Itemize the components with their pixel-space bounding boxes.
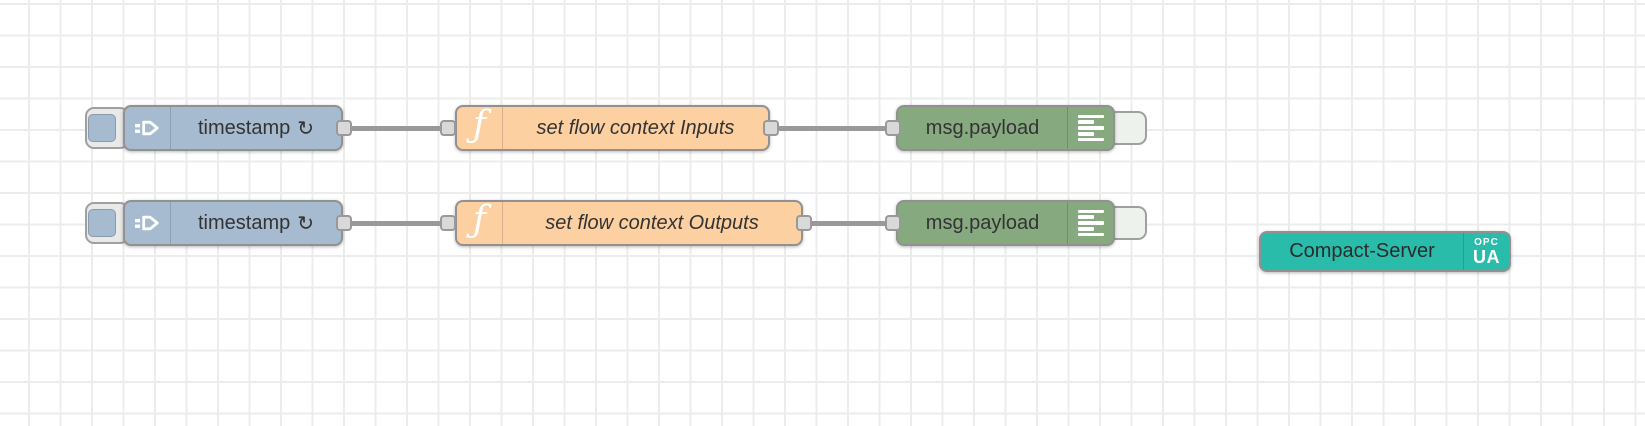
port-in-debug-1[interactable] <box>885 120 901 136</box>
node-label: timestamp ↻ <box>171 116 341 141</box>
node-debug-1[interactable]: msg.payload <box>896 105 1115 151</box>
inject-arrow-icon <box>125 202 171 244</box>
inject-label-text: timestamp <box>197 116 291 139</box>
debug-icon <box>1067 202 1113 244</box>
inject-button-pad <box>88 114 116 142</box>
inject-arrow-icon <box>125 107 171 149</box>
node-label: Compact-Server <box>1289 240 1435 262</box>
node-debug-2[interactable]: msg.payload <box>896 200 1115 246</box>
node-function-1[interactable]: ƒ set flow context Inputs <box>455 105 770 151</box>
opcua-icon: OPC UA <box>1463 233 1509 270</box>
node-inject-2[interactable]: timestamp ↻ <box>123 200 343 246</box>
inject-trigger-button[interactable] <box>85 107 129 149</box>
repeat-icon: ↻ <box>297 117 314 140</box>
port-in-function-1[interactable] <box>440 120 456 136</box>
port-out-inject-1[interactable] <box>336 120 352 136</box>
node-label: msg.payload <box>925 211 1040 234</box>
inject-label-text: timestamp <box>197 211 291 234</box>
debug-icon <box>1067 107 1113 149</box>
inject-button-pad <box>88 209 116 237</box>
port-out-function-2[interactable] <box>796 215 812 231</box>
port-in-debug-2[interactable] <box>885 215 901 231</box>
wire-inject1-function1[interactable] <box>349 126 443 131</box>
node-label: set flow context Outputs <box>545 211 759 234</box>
node-label: timestamp ↻ <box>171 211 341 236</box>
wire-function1-debug1[interactable] <box>776 126 887 131</box>
node-label: msg.payload <box>925 116 1040 139</box>
port-out-function-1[interactable] <box>763 120 779 136</box>
function-icon: ƒ <box>457 107 503 149</box>
node-function-2[interactable]: ƒ set flow context Outputs <box>455 200 803 246</box>
node-inject-1[interactable]: timestamp ↻ <box>123 105 343 151</box>
repeat-icon: ↻ <box>297 212 314 235</box>
wire-function2-debug2[interactable] <box>809 221 887 226</box>
node-opcua-compact-server[interactable]: Compact-Server OPC UA <box>1259 231 1511 272</box>
function-icon: ƒ <box>457 202 503 244</box>
node-label: set flow context Inputs <box>536 116 735 139</box>
port-out-inject-2[interactable] <box>336 215 352 231</box>
port-in-function-2[interactable] <box>440 215 456 231</box>
wire-inject2-function2[interactable] <box>349 221 443 226</box>
